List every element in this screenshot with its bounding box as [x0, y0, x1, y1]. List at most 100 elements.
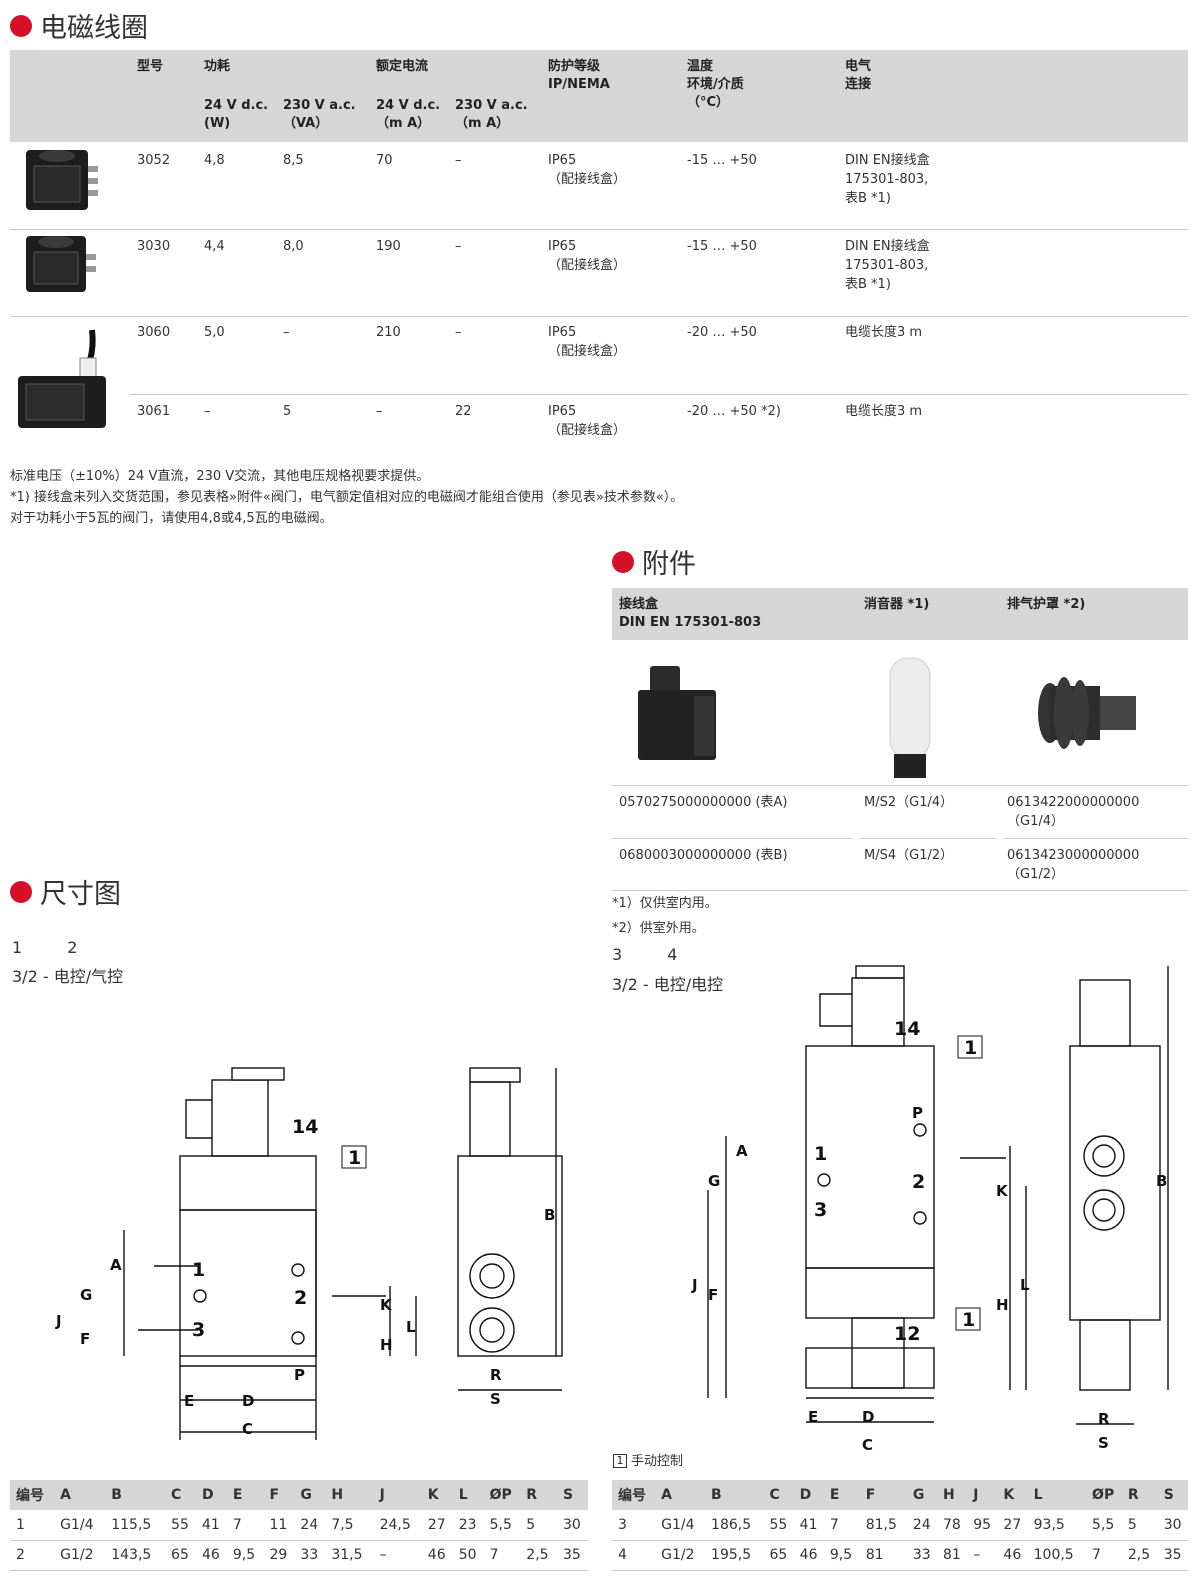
dim-cell: 186,5: [705, 1510, 764, 1541]
cell-silencer: M/S4（G1/2）: [864, 848, 954, 863]
row-divider: [10, 316, 1188, 317]
dim-cell: 5,5: [1086, 1510, 1122, 1541]
section-title-dimensions: 尺寸图: [10, 872, 121, 911]
label-port-1: 1: [192, 1259, 205, 1281]
cell-current-24: 70: [376, 153, 393, 168]
dim-cell: 24: [906, 1510, 938, 1541]
cell-ip: IP65: [548, 153, 577, 168]
dim-cell: 2,5: [520, 1540, 557, 1571]
cell-model: 3052: [137, 153, 171, 168]
label-J: J: [55, 1312, 62, 1330]
dim-header-cell: B: [705, 1480, 764, 1510]
header-temp-3: （°C）: [687, 95, 730, 110]
dim-header-cell: A: [655, 1480, 706, 1510]
row-divider: [612, 890, 1188, 891]
header-elec-2: 连接: [845, 77, 872, 92]
cell-model: 3061: [137, 404, 171, 419]
cell-temp: -20 … +50: [687, 325, 757, 340]
dim-cell: 46: [997, 1540, 1028, 1571]
cell-ip-note: （配接线盒）: [548, 423, 627, 438]
cell-box: 0570275000000000 (表A): [619, 795, 788, 810]
coils-title: 电磁线圈: [40, 13, 148, 44]
dim-cell: 7: [823, 1510, 860, 1541]
right-variant-caption: 3/2 - 电控/电控: [612, 975, 724, 994]
coil-note-1: 标准电压（±10%）24 V直流，230 V交流，其他电压规格视要求提供。: [10, 469, 430, 484]
label-B: B: [544, 1206, 555, 1224]
header-power-24: 24 V d.c.: [204, 98, 269, 113]
header-current-230: 230 V a.c.: [455, 98, 528, 113]
header-power-24-unit: (W): [204, 116, 231, 131]
label-A: A: [110, 1256, 122, 1274]
dim-header-cell: F: [859, 1480, 907, 1510]
label-port-2: 2: [912, 1171, 925, 1193]
header-temp: 温度: [687, 59, 714, 74]
row-divider: [860, 838, 996, 839]
row-divider: [1004, 838, 1188, 839]
coil-note-2: *1) 接线盒未列入交货范围，参见表格»附件«阀门，电气额定值相对应的电磁阀才能…: [10, 490, 684, 505]
dim-header-cell: H: [325, 1480, 374, 1510]
label-1-manual: 1: [964, 1037, 977, 1059]
cell-cover: 0613423000000000: [1007, 848, 1140, 863]
dim-header-cell: R: [520, 1480, 557, 1510]
coil-3060-image: [18, 329, 106, 428]
accessories-title: 附件: [642, 549, 696, 580]
dim-cell: 11: [263, 1510, 295, 1541]
dim-cell: 46: [195, 1540, 227, 1571]
cell-elec-1: 电缆长度3 m: [845, 404, 923, 419]
header-power-230: 230 V a.c.: [283, 98, 356, 113]
dim-cell: 7: [226, 1510, 264, 1541]
cell-cover: 0613422000000000: [1007, 795, 1140, 810]
dim-header-cell: ØP: [1086, 1480, 1122, 1510]
left-variant-caption: 3/2 - 电控/气控: [12, 967, 124, 986]
header-box: 接线盒: [619, 597, 659, 612]
header-box-2: DIN EN 175301-803: [619, 615, 762, 630]
cell-elec-1: 电缆长度3 m: [845, 325, 923, 340]
dim-cell: 2,5: [1121, 1540, 1158, 1571]
coil-3052-image: [26, 150, 98, 210]
row-divider: [10, 229, 1188, 230]
label-12: 12: [894, 1323, 920, 1345]
label-L: L: [406, 1318, 416, 1336]
dim-cell: 46: [793, 1540, 824, 1571]
cell-power-230: 5: [283, 404, 292, 419]
header-current-230-unit: （m A）: [455, 116, 510, 131]
dim-cell: 3: [612, 1510, 656, 1541]
dim-cell: 4: [612, 1540, 656, 1571]
coil-note-3: 对于功耗小于5瓦的阀门，请使用4,8或4,5瓦的电磁阀。: [10, 511, 333, 526]
dim-header-cell: J: [967, 1480, 998, 1510]
cell-temp: -15 … +50: [687, 153, 757, 168]
cell-model: 3030: [137, 239, 171, 254]
dim-cell: 7,5: [325, 1510, 374, 1541]
dim-cell: 23: [452, 1510, 484, 1541]
dim-cell: G1/4: [54, 1510, 106, 1541]
label-F: F: [708, 1286, 718, 1304]
dim-cell: 55: [763, 1510, 794, 1541]
dimension-drawing-right: 14 12 1 1 1 2 3 A G F J K L H B P E D C …: [691, 965, 1169, 1454]
label-R: R: [1098, 1410, 1110, 1428]
cell-elec-1: DIN EN接线盒: [845, 153, 930, 168]
cell-ip-note: （配接线盒）: [548, 172, 627, 187]
dim-cell: 7: [1086, 1540, 1122, 1571]
cell-current-230: –: [455, 239, 462, 254]
header-current-24: 24 V d.c.: [376, 98, 441, 113]
dim-header-cell: E: [226, 1480, 264, 1510]
cell-power-24: 4,4: [204, 239, 225, 254]
coil-table-header: [10, 50, 1188, 142]
dim-header-cell: E: [823, 1480, 860, 1510]
manual-control-key-box: 1: [613, 1454, 627, 1468]
right-variant-numbers: 3 4: [612, 945, 678, 964]
dim-header-cell: L: [452, 1480, 484, 1510]
label-S: S: [490, 1390, 501, 1408]
dim-cell: 27: [997, 1510, 1028, 1541]
cell-ip-note: （配接线盒）: [548, 258, 627, 273]
dim-header-cell: F: [263, 1480, 295, 1510]
dim-cell: 115,5: [105, 1510, 166, 1541]
dim-header-cell: S: [556, 1480, 588, 1510]
dim-header-cell: G: [906, 1480, 938, 1510]
dim-cell: 41: [793, 1510, 824, 1541]
dim-cell: 24: [294, 1510, 326, 1541]
